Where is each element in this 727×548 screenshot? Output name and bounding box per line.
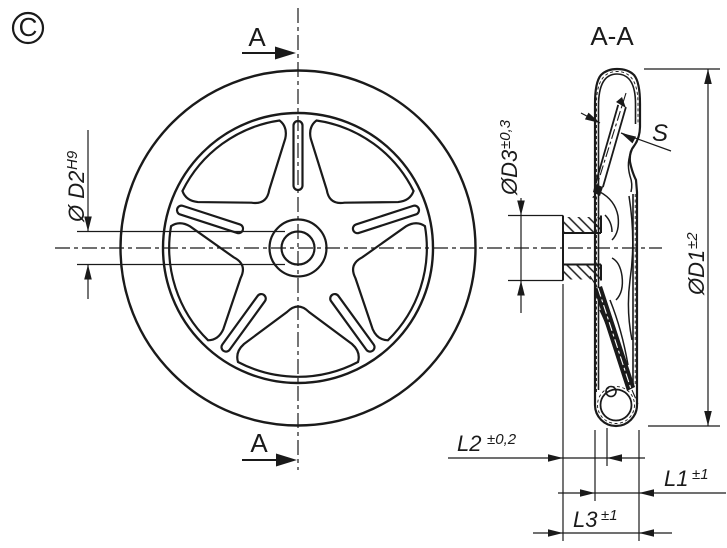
- dim-l2: [448, 453, 645, 463]
- dim-d2-label: Ø D2: [64, 171, 89, 223]
- hub-hatch-bottom: [564, 265, 600, 280]
- dim-d1-label: ØD1: [684, 250, 709, 296]
- cutout: [333, 207, 441, 347]
- dim-s-label: S: [652, 120, 668, 147]
- dim-l2-label: L2: [457, 431, 481, 456]
- dim-l2-tolerance: ±0,2: [487, 431, 517, 448]
- dim-d1: [644, 68, 720, 427]
- variant-badge: C: [11, 11, 45, 45]
- section-cut-arrows: [242, 45, 298, 468]
- lower-spoke-section: [589, 275, 639, 405]
- hub-hatch-top: [564, 217, 600, 232]
- sheet-midlines: [596, 71, 639, 424]
- dim-d2-tolerance: H9: [64, 150, 81, 170]
- sheet-end-hook: [605, 385, 617, 398]
- slot: [174, 203, 246, 236]
- dim-l1-label: L1: [664, 466, 688, 491]
- section-cut-letter-top: A: [248, 22, 266, 52]
- dimension-lines: [77, 45, 726, 541]
- cutout: [282, 106, 424, 238]
- extension-lines: [562, 284, 640, 541]
- dim-d3: [508, 198, 563, 313]
- dim-l3-label: L3: [573, 507, 598, 532]
- dim-l3-tolerance: ±1: [601, 507, 618, 524]
- slot: [350, 203, 422, 236]
- dim-l1: [558, 488, 726, 498]
- dim-d2: [77, 130, 285, 299]
- dim-s: [580, 112, 672, 152]
- dim-d3-label: ØD3: [497, 149, 522, 196]
- front-view: [119, 69, 477, 427]
- hub-circle: [268, 218, 328, 278]
- centerlines: [55, 8, 662, 470]
- rim-outer-circle: [119, 69, 477, 427]
- dim-l1-tolerance: ±1: [692, 466, 709, 483]
- bore-circle: [280, 230, 316, 266]
- dim-d1-tolerance: ±2: [684, 232, 701, 249]
- badge-letter: C: [19, 12, 38, 42]
- section-view: [562, 67, 642, 428]
- dim-d3-tolerance: ±0,3: [497, 119, 514, 149]
- section-cut-letter-bottom: A: [250, 428, 268, 458]
- badge-circle: [11, 11, 45, 45]
- rim-inner-circle: [161, 111, 435, 385]
- rim-profile-inner: [597, 73, 637, 390]
- hub-section: [562, 215, 602, 281]
- dim-l3: [533, 528, 672, 538]
- section-view-title: A-A: [590, 21, 634, 51]
- spoke-centerline: [592, 92, 627, 199]
- cutout: [155, 207, 263, 347]
- cutout: [172, 106, 314, 238]
